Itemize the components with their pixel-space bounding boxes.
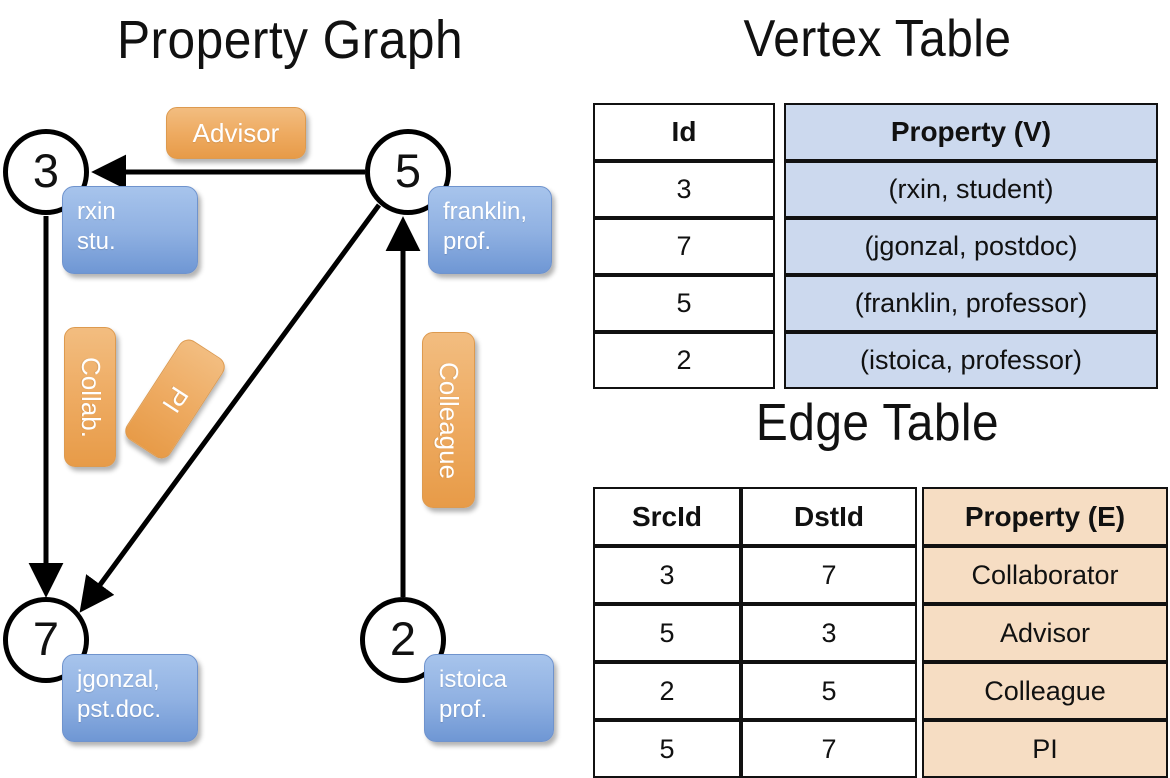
vertex-property-box-5-line2: prof. (443, 228, 492, 255)
edge-label-advisor: Advisor (166, 107, 306, 159)
edge-label-colleague-text: Colleague (434, 361, 464, 479)
vertex-property-box-7: jgonzal, pst.doc. (62, 654, 198, 742)
graph-node-2-label: 2 (389, 611, 417, 665)
vertex-property-box-7-line2: pst.doc. (77, 696, 162, 723)
page-title-property-graph: Property Graph (116, 10, 464, 70)
edge-table-header-dstid: DstId (741, 487, 917, 546)
table-row[interactable]: 3 7 Collaborator (593, 546, 1168, 604)
edge-table-header-srcid: SrcId (593, 487, 741, 546)
edge-table-cell-dstid: 7 (741, 720, 917, 778)
vertex-table-cell-property: (franklin, professor) (784, 275, 1158, 332)
edge-table-cell-property: Collaborator (922, 546, 1168, 604)
edge-label-collab-text: Collab. (75, 356, 106, 438)
graph-node-7-label: 7 (32, 611, 60, 665)
vertex-property-box-3: rxin stu. (62, 186, 198, 274)
vertex-table-column-gap (775, 161, 784, 218)
edge-table: SrcId DstId Property (E) 3 7 Collaborato… (593, 487, 1168, 778)
edge-table-cell-property: Colleague (922, 662, 1168, 720)
vertex-table-cell-id: 3 (593, 161, 775, 218)
graph-node-2[interactable]: 2 (360, 597, 446, 683)
edge-label-collab: Collab. (64, 327, 116, 467)
edge-table-cell-srcid: 5 (593, 720, 741, 778)
edge-table-grid: SrcId DstId Property (E) 3 7 Collaborato… (593, 487, 1168, 778)
vertex-table-cell-property: (jgonzal, postdoc) (784, 218, 1158, 275)
vertex-table-column-gap (775, 103, 784, 161)
vertex-property-box-7-line1: jgonzal, (77, 666, 160, 693)
edge-table-cell-property: Advisor (922, 604, 1168, 662)
table-row[interactable]: 2 5 Colleague (593, 662, 1168, 720)
vertex-table-cell-property: (istoica, professor) (784, 332, 1158, 389)
edge-5-to-7-pi (79, 203, 382, 613)
vertex-table-grid: Id Property (V) 3 (rxin, student) 7 (jgo… (593, 103, 1158, 389)
edge-label-advisor-text: Advisor (192, 117, 280, 148)
page-title-edge-table: Edge Table (755, 394, 1000, 452)
vertex-property-box-2: istoica prof. (424, 654, 554, 742)
graph-edges-svg (28, 154, 421, 613)
vertex-table-column-gap (775, 275, 784, 332)
vertex-table-column-gap (775, 218, 784, 275)
vertex-property-box-5: franklin, prof. (428, 186, 552, 274)
vertex-table-header-property: Property (V) (784, 103, 1158, 161)
vertex-table-cell-id: 5 (593, 275, 775, 332)
graph-node-5[interactable]: 5 (365, 129, 451, 215)
edge-table-cell-property: PI (922, 720, 1168, 778)
vertex-property-box-3-line1: rxin (77, 198, 116, 225)
edge-table-header-property: Property (E) (922, 487, 1168, 546)
edge-table-header-row: SrcId DstId Property (E) (593, 487, 1168, 546)
vertex-table-header-row: Id Property (V) (593, 103, 1158, 161)
edge-table-cell-dstid: 7 (741, 546, 917, 604)
page-title-vertex-table: Vertex Table (743, 10, 1012, 68)
vertex-table-cell-id: 2 (593, 332, 775, 389)
edge-table-cell-dstid: 5 (741, 662, 917, 720)
vertex-table-header-id: Id (593, 103, 775, 161)
graph-node-3-label: 3 (32, 143, 60, 197)
vertex-table-cell-property: (rxin, student) (784, 161, 1158, 218)
edge-table-cell-srcid: 5 (593, 604, 741, 662)
edge-table-cell-srcid: 3 (593, 546, 741, 604)
table-row[interactable]: 5 7 PI (593, 720, 1168, 778)
vertex-property-box-2-line2: prof. (439, 696, 488, 723)
vertex-property-box-2-line1: istoica (439, 666, 508, 693)
edge-label-pi-text: PI (156, 380, 195, 418)
table-row[interactable]: 5 (franklin, professor) (593, 275, 1158, 332)
property-graph-diagram: 3 5 7 2 rxin stu. franklin, prof. jgonza… (0, 0, 585, 760)
edge-table-cell-dstid: 3 (741, 604, 917, 662)
edge-table-cell-srcid: 2 (593, 662, 741, 720)
table-row[interactable]: 5 3 Advisor (593, 604, 1168, 662)
edge-label-colleague: Colleague (422, 332, 475, 508)
vertex-property-box-5-line1: franklin, (443, 198, 528, 225)
table-row[interactable]: 7 (jgonzal, postdoc) (593, 218, 1158, 275)
table-row[interactable]: 3 (rxin, student) (593, 161, 1158, 218)
vertex-table-cell-id: 7 (593, 218, 775, 275)
vertex-table-column-gap (775, 332, 784, 389)
vertex-table: Id Property (V) 3 (rxin, student) 7 (jgo… (593, 103, 1158, 389)
vertex-property-box-3-line2: stu. (77, 228, 116, 255)
table-row[interactable]: 2 (istoica, professor) (593, 332, 1158, 389)
graph-node-5-label: 5 (394, 143, 422, 197)
